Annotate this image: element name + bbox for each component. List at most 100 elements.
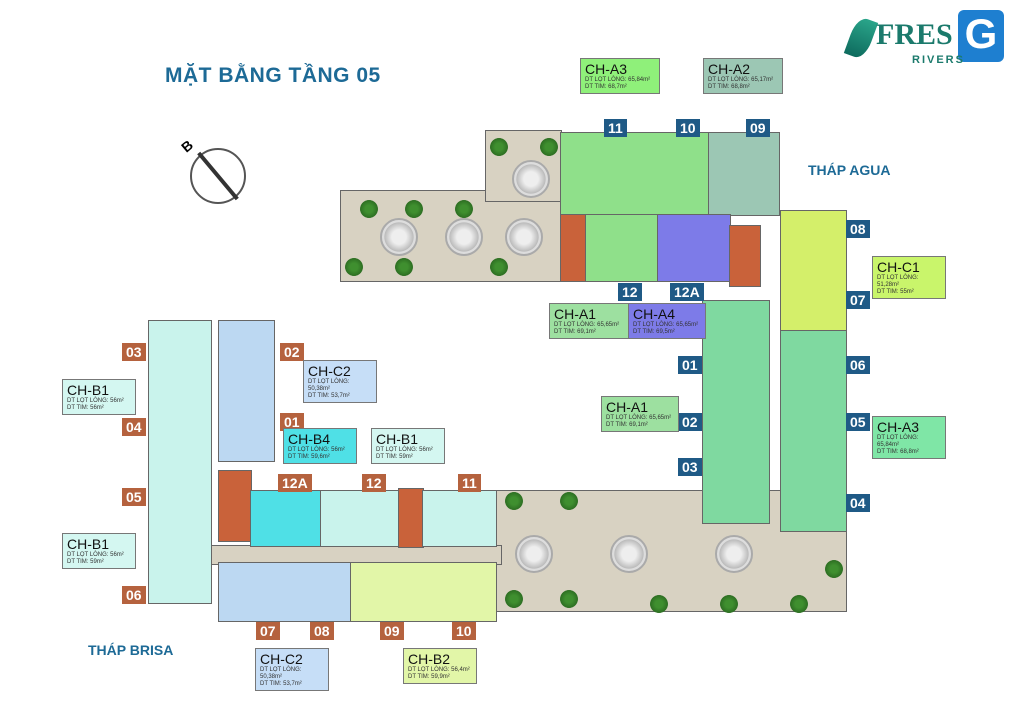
unit-area-tim: DT TIM: 55m² (877, 288, 914, 295)
unit-block-c1[interactable] (780, 210, 847, 332)
unit-area-lot: DT LỌT LÒNG: 65,84m² (877, 435, 919, 448)
unit-number-badge: 07 (256, 622, 280, 640)
palm-tree-icon (490, 138, 508, 156)
palm-tree-icon (825, 560, 843, 578)
page-title: MẶT BẰNG TẦNG 05 (165, 64, 381, 87)
tower-label-brisa: THÁP BRISA (88, 642, 174, 658)
palm-tree-icon (360, 200, 378, 218)
unit-block-c2-upper[interactable] (218, 320, 275, 462)
compass-icon: B (178, 137, 246, 204)
unit-number-badge: 09 (380, 622, 404, 640)
courtyard-medallion (715, 535, 753, 573)
unit-number-badge: 02 (280, 343, 304, 361)
palm-tree-icon (560, 492, 578, 510)
unit-number-badge: 05 (846, 413, 870, 431)
unit-area-lot: DT LỌT LÒNG: 56,4m² (408, 667, 470, 674)
unit-area-lot: DT LỌT LÒNG: 56m² (67, 398, 124, 405)
unit-number-badge: 12A (278, 474, 312, 492)
unit-block-a3[interactable] (560, 132, 710, 216)
palm-tree-icon (790, 595, 808, 613)
unit-number-badge: 09 (746, 119, 770, 137)
unit-block-b1-mid[interactable] (320, 490, 400, 547)
unit-type: CH-B2 (408, 651, 451, 667)
unit-number-badge: 12 (362, 474, 386, 492)
unit-block-c2-lower[interactable] (218, 562, 352, 622)
unit-area-tim: DT TIM: 53,7m² (308, 392, 350, 399)
unit-area-tim: DT TIM: 59,6m² (288, 453, 330, 460)
unit-number-badge: 12 (618, 283, 642, 301)
palm-tree-icon (540, 138, 558, 156)
unit-area-tim: DT TIM: 59m² (67, 558, 104, 565)
unit-number-badge: 03 (678, 458, 702, 476)
unit-type: CH-B1 (67, 382, 110, 398)
unit-area-lot: DT LỌT LÒNG: 65,17m² (708, 77, 774, 84)
unit-type: CH-A1 (606, 399, 649, 415)
unit-number-badge: 08 (846, 220, 870, 238)
unit-number-badge: 03 (122, 343, 146, 361)
unit-block-a3-right[interactable] (780, 330, 847, 532)
unit-area-lot: DT LỌT LÒNG: 51,28m² (877, 275, 919, 288)
unit-number-badge: 12A (670, 283, 704, 301)
palm-tree-icon (650, 595, 668, 613)
tower-label-agua: THÁP AGUA (808, 162, 891, 178)
unit-area-tim: DT TIM: 69,5m² (633, 328, 675, 335)
palm-tree-icon (505, 590, 523, 608)
unit-block-a1-right[interactable] (702, 300, 770, 524)
unit-block-a4[interactable] (657, 214, 731, 282)
unit-type: CH-C2 (260, 651, 303, 667)
unit-block-b1-mid2[interactable] (422, 490, 497, 547)
unit-number-badge: 11 (604, 119, 627, 137)
unit-type: CH-B4 (288, 431, 331, 447)
unit-area-lot: DT LỌT LÒNG: 65,84m² (585, 77, 651, 84)
palm-tree-icon (455, 200, 473, 218)
unit-number-badge: 10 (676, 119, 700, 137)
unit-type: CH-B1 (67, 536, 110, 552)
unit-number-badge: 11 (458, 474, 481, 492)
unit-area-lot: DT LỌT LÒNG: 65,65m² (606, 415, 672, 422)
unit-area-tim: DT TIM: 53,7m² (260, 680, 302, 687)
compass-label: B (178, 136, 197, 156)
unit-area-lot: DT LỌT LÒNG: 65,65m² (554, 322, 620, 329)
unit-area-lot: DT LỌT LÒNG: 56m² (67, 552, 124, 559)
logo: FRES G RIVERS (843, 10, 1020, 70)
unit-block-a1[interactable] (585, 214, 659, 282)
courtyard-medallion (512, 160, 550, 198)
unit-area-tim: DT TIM: 68,7m² (585, 83, 627, 90)
unit-number-badge: 07 (846, 291, 870, 309)
unit-number-badge: 01 (678, 356, 702, 374)
logo-text: FRES (876, 18, 953, 51)
unit-type: CH-C1 (877, 259, 920, 275)
unit-number-badge: 05 (122, 488, 146, 506)
leaf-icon (843, 15, 879, 61)
unit-block-b1-left[interactable] (148, 320, 212, 604)
courtyard-medallion (610, 535, 648, 573)
courtyard-medallion (515, 535, 553, 573)
unit-block-b2[interactable] (350, 562, 497, 622)
unit-block-a2[interactable] (708, 132, 780, 216)
unit-type: CH-A4 (633, 306, 676, 322)
unit-area-tim: DT TIM: 69,1m² (554, 328, 596, 335)
unit-type: CH-C2 (308, 363, 351, 379)
unit-number-badge: 10 (452, 622, 476, 640)
courtyard-medallion (380, 218, 418, 256)
stair-core (560, 214, 587, 282)
unit-type: CH-B1 (376, 431, 419, 447)
unit-number-badge: 04 (846, 494, 870, 512)
palm-tree-icon (490, 258, 508, 276)
unit-area-lot: DT LỌT LÒNG: 50,38m² (260, 667, 302, 680)
unit-area-lot: DT LỌT LÒNG: 56m² (376, 447, 433, 454)
unit-area-tim: DT TIM: 59m² (376, 453, 413, 460)
unit-block-b4[interactable] (250, 490, 322, 547)
palm-tree-icon (560, 590, 578, 608)
palm-tree-icon (345, 258, 363, 276)
